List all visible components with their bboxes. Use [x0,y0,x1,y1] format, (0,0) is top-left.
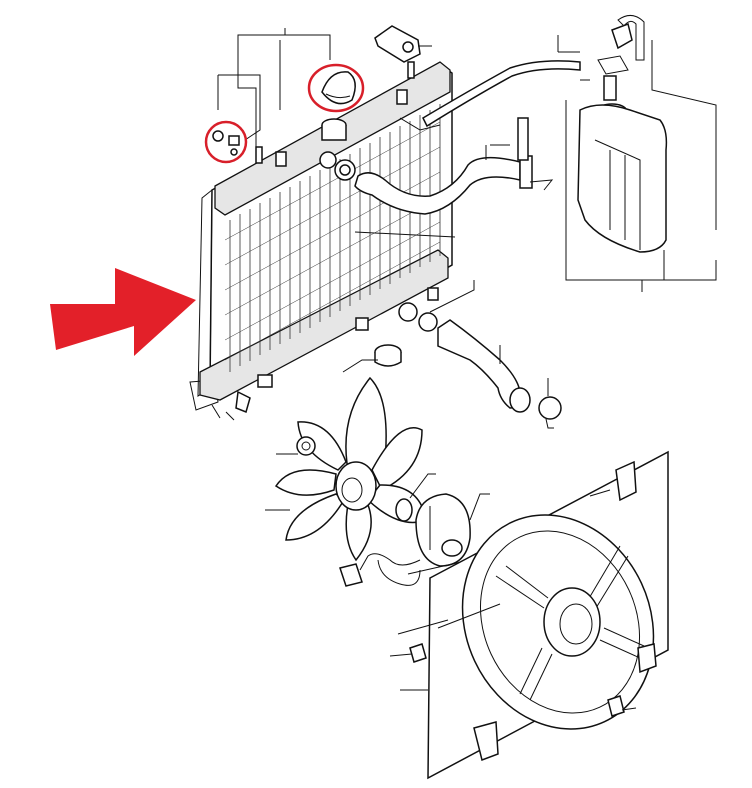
drain-plug [212,130,240,156]
lower-radiator-hose [418,280,562,429]
right-arrow-icon [50,268,196,356]
fan-shroud [400,450,669,780]
rubber-mount [342,344,402,373]
upper-radiator-hose [334,117,554,215]
radiator-core-fins [224,104,441,372]
fan-spacer [395,473,436,522]
coolant-reservoir [565,15,717,292]
highlight-circle-cap [307,63,365,113]
radiator [189,61,456,421]
top-mount-bracket [374,25,432,63]
radiator-cap [321,71,356,105]
reservoir-hose [399,35,581,131]
fan-blade [265,376,427,562]
callout-brackets-top [217,28,331,150]
highlight-circle-drain-plug [204,120,248,164]
shroud-bolt-left [389,619,449,663]
shroud-bolt-right [607,695,637,717]
fan-motor [339,493,490,587]
fan-nut [296,436,316,456]
